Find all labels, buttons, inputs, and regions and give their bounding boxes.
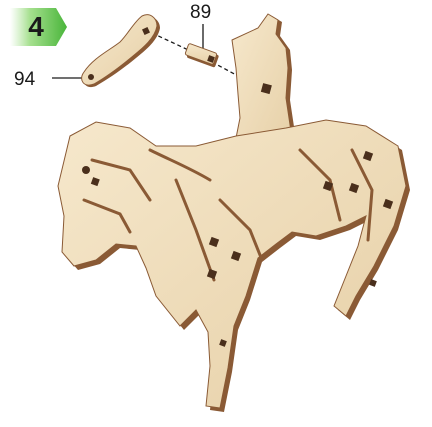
part-89-peg — [185, 43, 219, 67]
horse-eye — [82, 166, 90, 174]
part-94-arm — [82, 15, 160, 87]
